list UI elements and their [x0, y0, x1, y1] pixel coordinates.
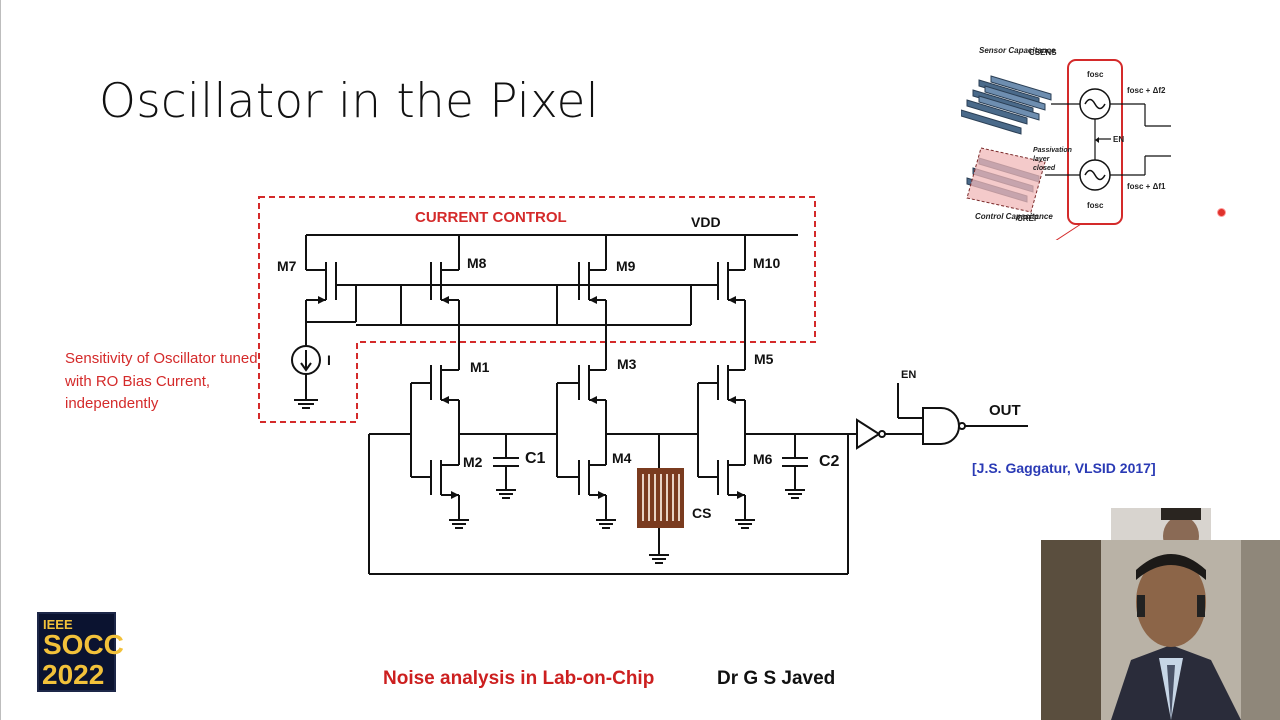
inset-control-label: Control Capacitance: [975, 212, 1053, 221]
transistor-label-m5: M5: [754, 351, 774, 367]
transistor-label-m9: M9: [616, 258, 636, 274]
logo-ieee-text: IEEE: [43, 617, 73, 632]
ieee-socc-logo: IEEE SOCC 2022: [37, 612, 124, 692]
sensitivity-note: Sensitivity of Oscillator tuned with RO …: [65, 350, 258, 412]
transistor-label-m3: M3: [617, 356, 637, 372]
transistor-label-m10: M10: [753, 255, 781, 271]
current-control-label: CURRENT CONTROL: [415, 209, 567, 226]
transistor-label-m1: M1: [470, 359, 490, 375]
reference-citation: [J.S. Gaggatur, VLSID 2017]: [972, 460, 1156, 476]
output-label: OUT: [989, 402, 1021, 419]
inset-fosc-bottom: fosc: [1087, 201, 1104, 210]
inset-control-cap: CREF: [1017, 214, 1039, 223]
transistor-label-m8: M8: [467, 255, 487, 271]
logo-socc-text: SOCC: [43, 629, 124, 660]
sensor-capacitor-cs: [637, 468, 684, 528]
logo-year-text: 2022: [42, 659, 105, 690]
page-title: Oscillator in the Pixel: [99, 74, 599, 129]
footer-topic: Noise analysis in Lab-on-Chip: [383, 668, 655, 689]
transistor-label-m6: M6: [753, 451, 773, 467]
presenter-webcam-feed: [1041, 540, 1280, 720]
current-source-label: I: [327, 352, 331, 368]
sensor-oscillator-inset: Sensor Capacitance CSENS Control Capacit…: [961, 40, 1211, 240]
inset-sensor-cap: CSENS: [1029, 48, 1057, 57]
transistor-label-m4: M4: [612, 450, 632, 466]
inset-enable-label: EN: [1113, 135, 1125, 144]
inset-output-bottom: fosc + Δf1: [1127, 182, 1166, 191]
enable-label: EN: [901, 369, 917, 381]
vdd-label: VDD: [691, 214, 721, 230]
capacitor-label-c1: C1: [525, 450, 546, 467]
footer-author: Dr G S Javed: [717, 668, 836, 689]
inset-output-top: fosc + Δf2: [1127, 86, 1166, 95]
current-control-region: [258, 196, 816, 423]
transistor-label-m7: M7: [277, 258, 297, 274]
inset-fosc-top: fosc: [1087, 70, 1104, 79]
inset-sensor-label: Sensor Capacitance: [979, 46, 1056, 55]
transistor-label-m2: M2: [463, 454, 483, 470]
laser-pointer-dot: [1217, 208, 1226, 217]
secondary-webcam-feed: [1111, 508, 1211, 542]
capacitor-label-cs: CS: [692, 505, 712, 521]
inset-passivation-label: Passivation layer closed: [1033, 147, 1072, 172]
capacitor-label-c2: C2: [819, 453, 840, 470]
